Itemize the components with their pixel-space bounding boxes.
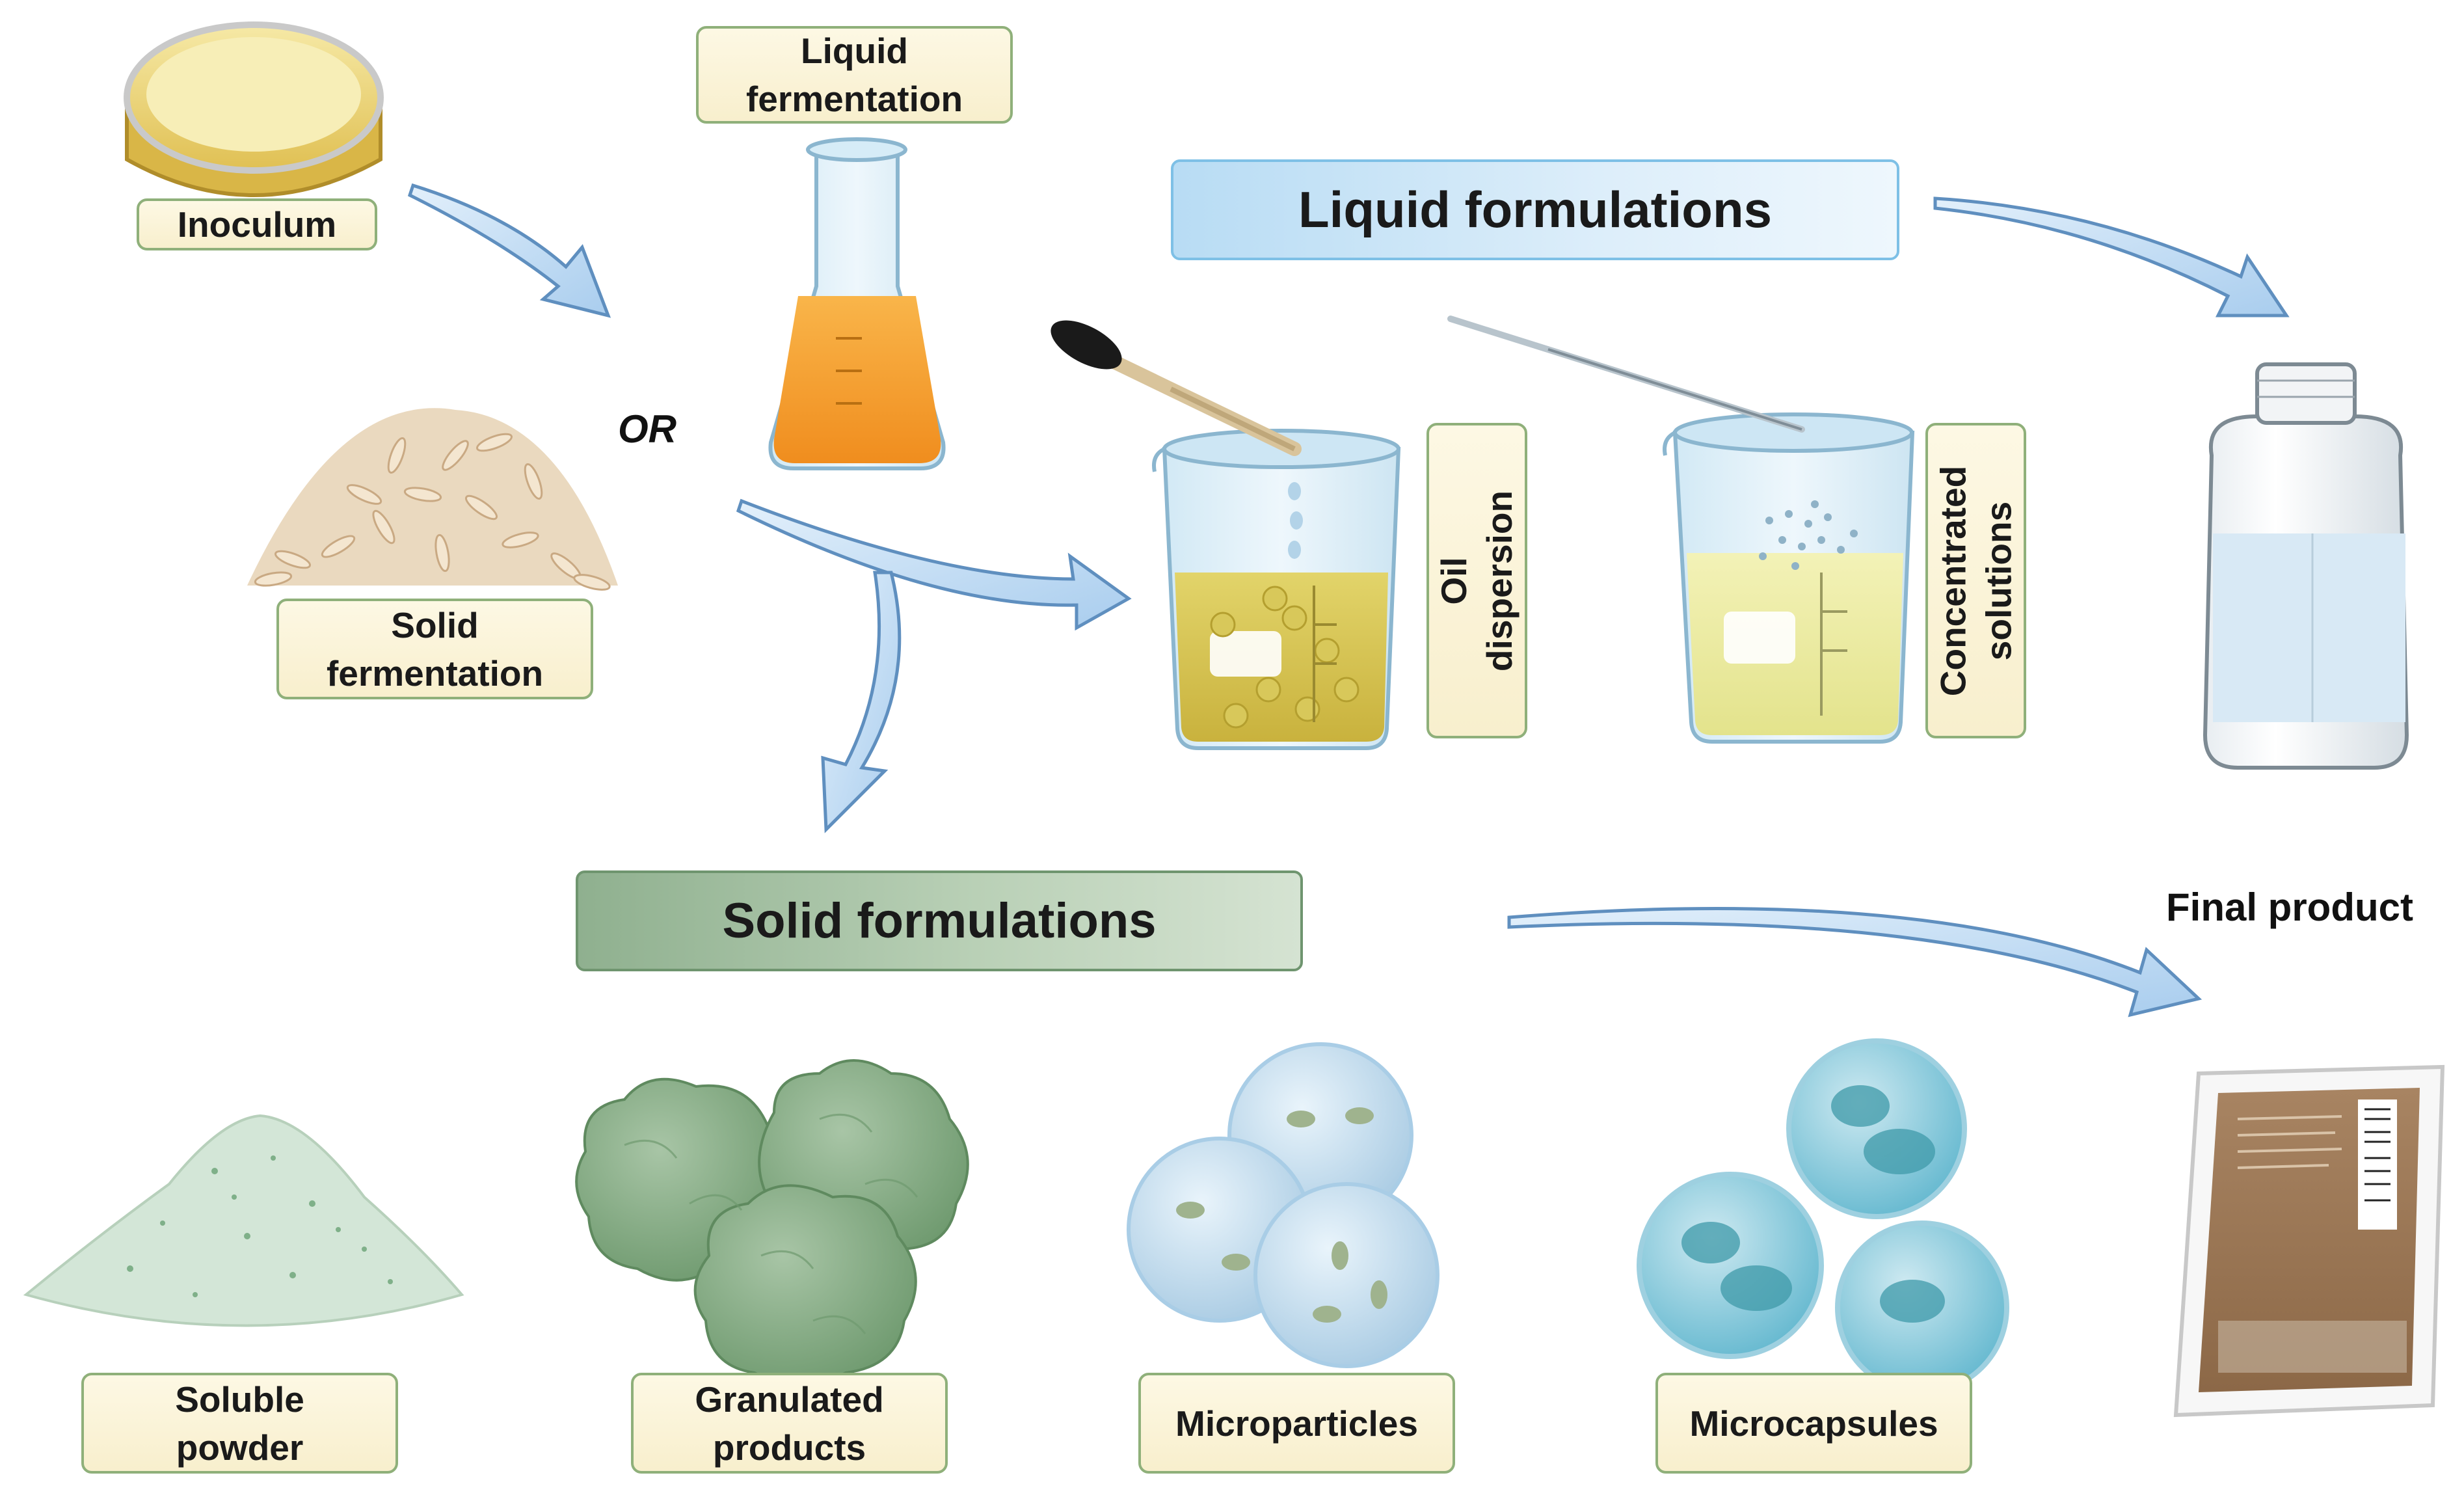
- label-microparticles: Microparticles: [1138, 1373, 1455, 1474]
- petri-dish-icon: [124, 21, 384, 197]
- arrow-to-solid-formulations: [821, 571, 902, 833]
- arrow-inoculum-to-or: [407, 183, 611, 318]
- erlenmeyer-flask-icon: [768, 137, 946, 470]
- label-final-product: Final product: [2166, 885, 2413, 929]
- beaker-oil-icon: [1152, 429, 1401, 750]
- banner-solid-formulations: Solid formulations: [576, 870, 1303, 971]
- label-concentrated-solutions: Concentrated solutions: [1925, 423, 2026, 738]
- banner-liquid-formulations: Liquid formulations: [1171, 159, 1899, 260]
- label-oil-dispersion: Oil dispersion: [1426, 423, 1527, 738]
- powder-pile-icon: [23, 1114, 464, 1327]
- label-microcapsules: Microcapsules: [1655, 1373, 1972, 1474]
- microparticles-icon: [1127, 1042, 1440, 1368]
- pouch-icon: [2173, 1064, 2445, 1418]
- stirring-rod-icon: [1447, 316, 1805, 433]
- label-granulated-products: Granulated products: [631, 1373, 948, 1474]
- granules-icon: [575, 1059, 969, 1387]
- arrow-liquid-to-bottle: [1933, 196, 2290, 317]
- pipette-icon: [1051, 320, 1302, 456]
- label-soluble-powder: Soluble powder: [81, 1373, 398, 1474]
- microcapsules-icon: [1637, 1038, 2009, 1395]
- label-inoculum: Inoculum: [137, 198, 377, 250]
- label-solid-fermentation: Solid fermentation: [276, 599, 593, 699]
- label-oil-dispersion-text: Oil dispersion: [1434, 490, 1520, 671]
- arrow-solid-to-final: [1507, 907, 2203, 1018]
- arrows: [407, 183, 2290, 1018]
- beaker-solution-icon: [1663, 412, 1915, 744]
- label-liquid-fermentation: Liquid fermentation: [696, 26, 1013, 124]
- rice-pile-icon: [247, 408, 618, 591]
- arrow-or-to-oil-dispersion: [736, 498, 1132, 631]
- bottle-icon: [2203, 362, 2409, 770]
- label-or: OR: [618, 407, 676, 451]
- label-concentrated-solutions-text: Concentrated solutions: [1933, 465, 2019, 696]
